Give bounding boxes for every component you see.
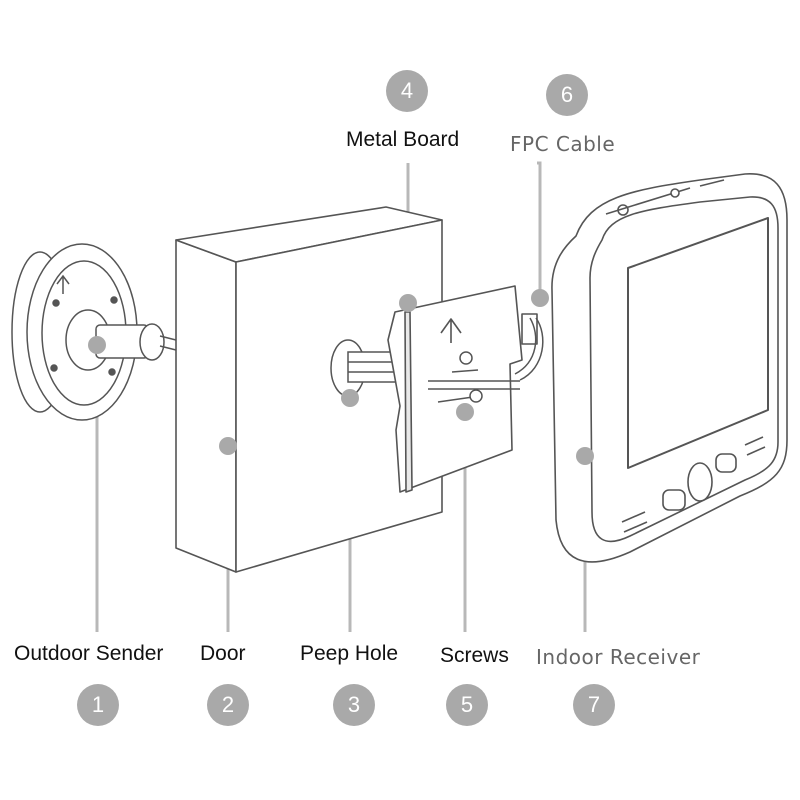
badge-5: 5 [446,684,488,726]
badge-4: 4 [386,70,428,112]
anchor-dot-metal-board [399,294,417,312]
badge-1: 1 [77,684,119,726]
outdoor-sender [11,243,177,421]
anchor-dot-screws [456,403,474,421]
label-door: Door [200,642,246,665]
anchor-dot-indoor-receiver [576,447,594,465]
label-indoor-receiver: Indoor Receiver [536,645,701,669]
label-peep-hole: Peep Hole [300,642,399,665]
indoor-receiver [551,173,788,563]
label-metal-board: Metal Board [346,128,460,151]
anchor-dots [88,289,594,465]
label-fpc-cable: FPC Cable [510,132,616,156]
leader-line-fpc-cable [537,161,542,298]
badge-6: 6 [546,74,588,116]
label-screws: Screws [440,644,509,667]
anchor-dot-outdoor-sender [88,336,106,354]
badge-3: 3 [333,684,375,726]
label-outdoor-sender: Outdoor Sender [14,642,164,665]
anchor-dot-door [219,437,237,455]
anchor-dot-fpc-cable [531,289,549,307]
fpc-cable [514,317,544,381]
badge-7: 7 [573,684,615,726]
metal-board [387,285,538,493]
door [175,206,443,573]
badge-2: 2 [207,684,249,726]
anchor-dot-peep-hole [341,389,359,407]
screws [437,351,483,403]
